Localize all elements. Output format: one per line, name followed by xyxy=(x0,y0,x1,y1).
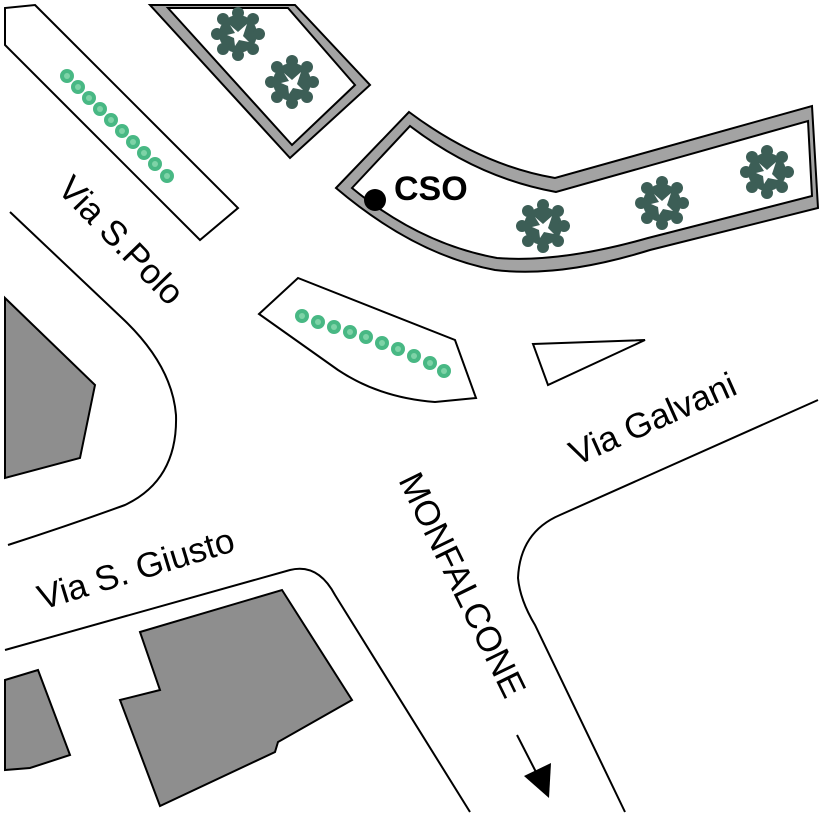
road-edge-monfalcone-east xyxy=(516,399,819,813)
tree-icon xyxy=(740,145,794,199)
direction-arrow-icon xyxy=(516,734,551,798)
tree-icon xyxy=(516,199,570,253)
station-dot-icon xyxy=(364,189,386,211)
tree-strip-top-inner xyxy=(165,7,357,147)
label-cso: CSO xyxy=(394,170,468,208)
building-south-main xyxy=(118,588,354,808)
road-edge-via-s-giusto xyxy=(4,567,471,813)
triangle-island xyxy=(531,339,646,387)
tree-icon xyxy=(265,55,319,109)
label-via-s-giusto: Via S. Giusto xyxy=(33,521,239,618)
tree-icon xyxy=(635,176,689,230)
building-south-left xyxy=(4,668,72,772)
road-edge-west-upper xyxy=(7,211,178,546)
label-via-galvani: Via Galvani xyxy=(563,365,742,473)
label-monfalcone: MONFALCONE xyxy=(391,466,533,703)
building-west xyxy=(4,295,97,480)
tree-icon xyxy=(211,7,265,61)
tree-strip-cso-inner xyxy=(350,119,814,260)
hedge-strip-s-polo xyxy=(4,3,240,242)
